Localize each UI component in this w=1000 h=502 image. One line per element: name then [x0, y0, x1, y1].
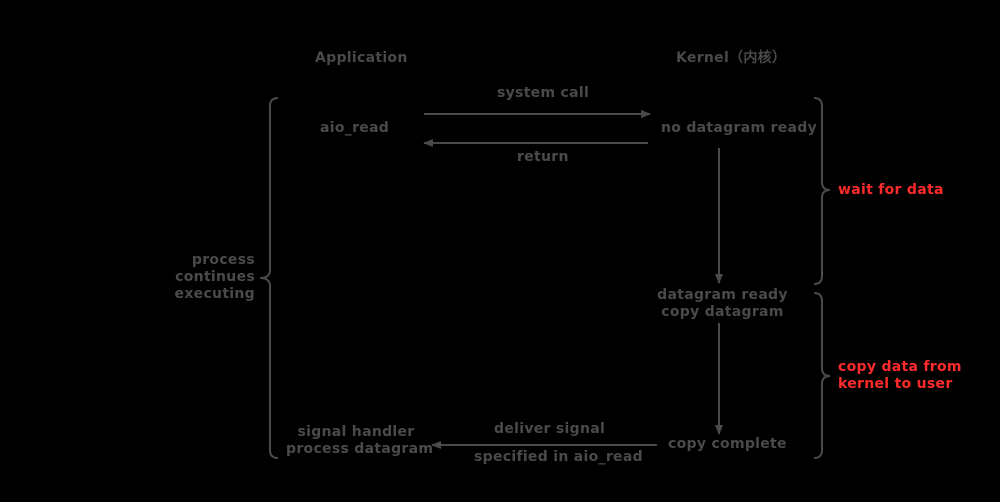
datagram-ready-label: datagram ready copy datagram	[657, 287, 788, 320]
copy-data-label: copy data from kernel to user	[838, 359, 962, 392]
deliver-signal-label: deliver signal	[494, 421, 606, 437]
wait-brace	[813, 97, 831, 285]
signal-handler-label: signal handler process datagram	[286, 424, 434, 457]
application-header: Application	[315, 50, 408, 66]
specified-label: specified in aio_read	[474, 449, 643, 465]
copy-brace	[813, 292, 831, 459]
process-continues-label: process continues executing	[174, 252, 255, 302]
aio-read-label: aio_read	[320, 120, 390, 136]
wait-for-data-label: wait for data	[838, 182, 944, 198]
left-brace	[259, 97, 279, 459]
system-call-label: system call	[497, 85, 590, 101]
copy-complete-label: copy complete	[668, 436, 787, 452]
no-datagram-label: no datagram ready	[661, 120, 817, 136]
return-label: return	[517, 149, 569, 165]
kernel-header: Kernel（内核）	[676, 50, 787, 66]
